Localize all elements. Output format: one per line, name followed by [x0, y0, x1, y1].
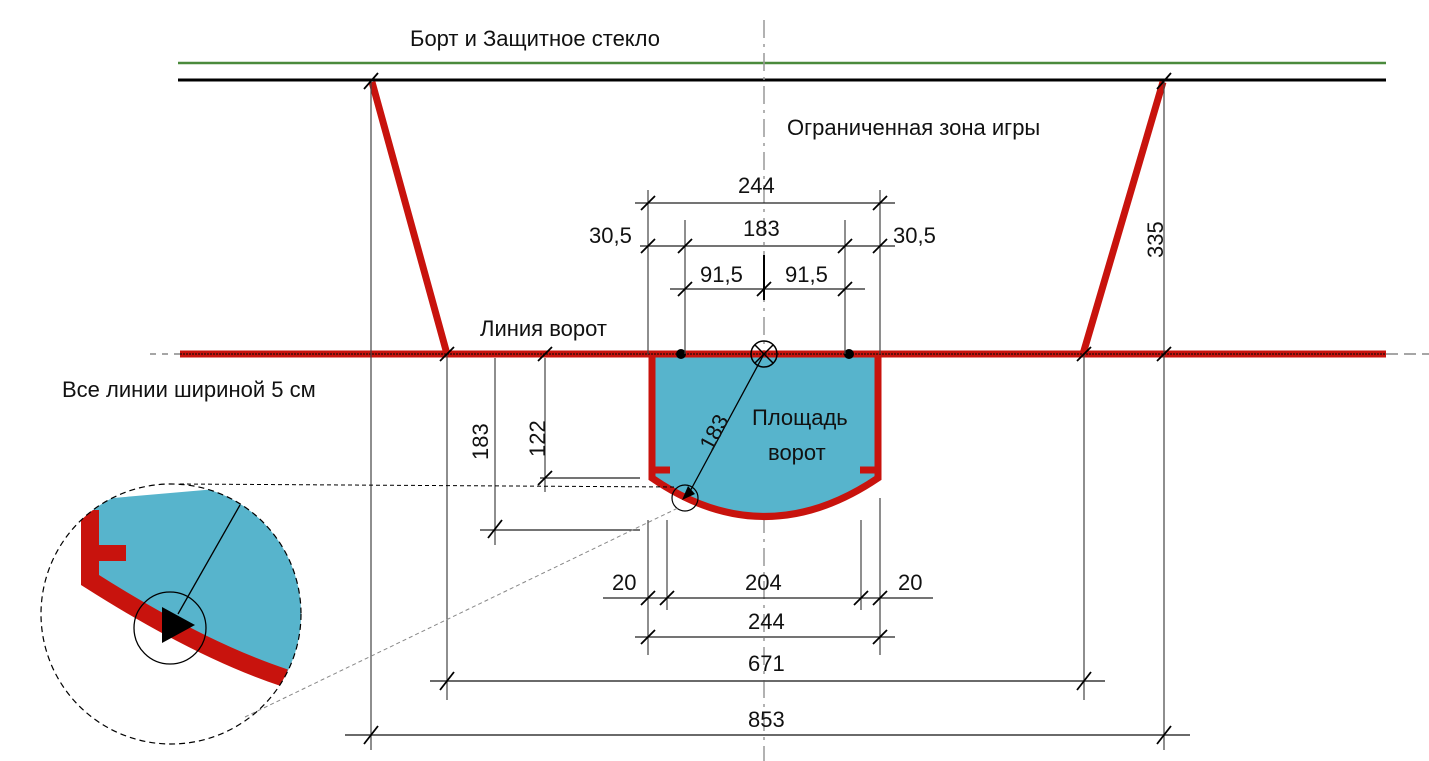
magnifier-circle: [40, 483, 302, 745]
line-width-note: Все линии шириной 5 см: [62, 377, 316, 402]
dim-183-depth: 183: [468, 423, 493, 460]
dim-122-depth: 122: [525, 420, 550, 457]
goal-crease-label-2: ворот: [768, 440, 826, 465]
goal-center-marker: [750, 340, 778, 368]
dim-204: 204: [745, 570, 782, 595]
magnified-arrowhead: [162, 607, 195, 643]
dim-20-left: 20: [612, 570, 636, 595]
dim-91-5-right: 91,5: [785, 262, 828, 287]
radius-line: [687, 353, 765, 496]
dim-91-5-left: 91,5: [700, 262, 743, 287]
dim-183-top: 183: [743, 216, 780, 241]
magnified-detail: [81, 484, 301, 687]
board-glass-title: Борт и Защитное стекло: [410, 26, 660, 51]
dim-335: 335: [1143, 221, 1168, 258]
trapezoid-right-line: [1079, 81, 1167, 355]
goal-line-label: Линия ворот: [480, 316, 607, 341]
restricted-zone-label: Ограниченная зона игры: [787, 115, 1040, 140]
dim-244-bottom: 244: [748, 609, 785, 634]
radius-end-circle: [671, 484, 699, 512]
dim-20-right: 20: [898, 570, 922, 595]
dim-671: 671: [748, 651, 785, 676]
goal-crease-outline: [648, 356, 882, 520]
dim-30-5-right: 30,5: [893, 223, 936, 248]
dim-30-5-left: 30,5: [589, 223, 632, 248]
radius-arrowhead: [682, 486, 695, 500]
dim-853: 853: [748, 707, 785, 732]
goal-post-right: [844, 349, 854, 359]
goal-crease-fill: [652, 356, 878, 517]
trapezoid-left-line: [368, 81, 451, 355]
goal-post-left: [676, 349, 686, 359]
goal-crease-label-1: Площадь: [752, 405, 848, 430]
dim-244-top: 244: [738, 173, 775, 198]
